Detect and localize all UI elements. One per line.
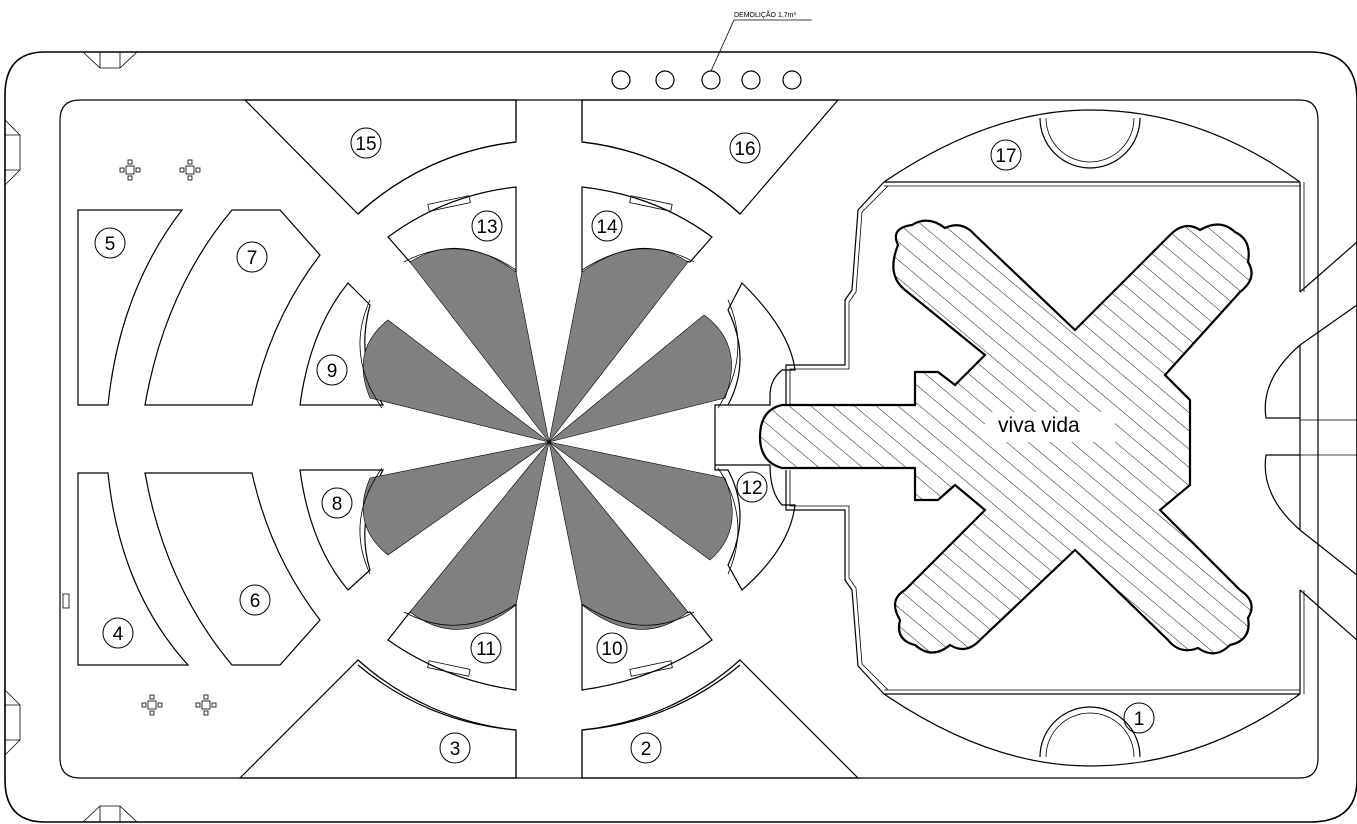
path-lines: [515, 100, 583, 778]
plant-symbol-3: [141, 694, 163, 716]
bed-5-label: 5: [94, 227, 126, 259]
bed-6-number: 6: [250, 591, 261, 612]
inner-boundary: [59, 99, 1319, 779]
bed-4-label: 4: [102, 617, 134, 649]
plant-symbol-2: [179, 159, 201, 181]
outer-boundary: [4, 51, 1357, 823]
bed-10-number: 10: [601, 639, 622, 660]
bed-16-number-circle: [729, 132, 761, 164]
bed-3-number-circle: [439, 732, 471, 764]
bed-11-number-circle: [470, 632, 502, 664]
bed-1-number-circle: [1123, 702, 1155, 734]
bed-15-number: 15: [355, 134, 376, 155]
bed-9-number-circle: [316, 354, 348, 386]
bed-12-shape: [714, 282, 796, 591]
bed-8-label: 8: [321, 487, 353, 519]
bed-9-label: 9: [316, 354, 348, 386]
bed-14-number-circle: [591, 210, 623, 242]
bed-3-label: 3: [439, 732, 471, 764]
bed-6-number-circle: [239, 584, 271, 616]
bed-12-number-circle: [736, 471, 768, 503]
bed-4-number: 4: [113, 624, 124, 645]
central-wedge-6: [409, 441, 550, 630]
bed-8-number-circle: [321, 487, 353, 519]
plant-symbol-1: [119, 159, 141, 181]
bed-5-number-circle: [94, 227, 126, 259]
bed-2-shape: [581, 659, 860, 779]
bed-7-number-circle: [236, 241, 268, 273]
bed-8-number: 8: [332, 494, 343, 515]
right-section: [785, 109, 1357, 767]
central-wedge-5: [548, 441, 689, 630]
bed-17-number: 17: [995, 146, 1016, 167]
plant-symbols: [119, 159, 217, 716]
bed-2-number-circle: [630, 732, 662, 764]
bed-16-shape: [581, 99, 840, 215]
bed-11-number: 11: [476, 639, 496, 660]
bed-1-label: 1: [1123, 702, 1155, 734]
central-wedges: [362, 247, 733, 630]
bed-3-shape: [238, 659, 517, 779]
bed-7-number: 7: [247, 248, 258, 269]
bed-3-number: 3: [450, 739, 461, 760]
top-posts: [611, 70, 802, 90]
bed-7-shape: [144, 209, 321, 406]
bed-10-number-circle: [596, 632, 628, 664]
bed-5-shape: [77, 209, 184, 406]
bed-15-label: 15: [350, 127, 382, 159]
bed-4-shape: [77, 472, 190, 666]
bed-4-number-circle: [102, 617, 134, 649]
bed-10-label: 10: [596, 632, 628, 664]
center-label: viva vida: [998, 414, 1080, 437]
outer-ring: [357, 141, 741, 731]
plant-symbol-4: [195, 694, 217, 716]
bed-1-number: 1: [1134, 709, 1145, 730]
bed-6-shape: [144, 472, 321, 666]
bed-15-number-circle: [350, 127, 382, 159]
central-wedge-2: [548, 247, 689, 443]
bed-2-number: 2: [641, 739, 652, 760]
bed-16-number: 16: [734, 139, 755, 160]
bed-16-label: 16: [729, 132, 761, 164]
central-lobe-arcs: [359, 248, 739, 626]
bed-2-label: 2: [630, 732, 662, 764]
edge-notches: [4, 51, 138, 823]
bed-12-number: 12: [741, 478, 762, 499]
central-wedge-1: [409, 247, 550, 443]
bed-14-label: 14: [591, 210, 623, 242]
bed-13-label: 13: [471, 210, 503, 242]
central-wedge-7: [362, 441, 550, 556]
central-wedge-8: [362, 319, 550, 443]
bed-12-label: 12: [736, 471, 768, 503]
bed-7-label: 7: [236, 241, 268, 273]
demolition-label: DEMOLIÇÃO 1,7m³: [734, 10, 797, 19]
bed-5-number: 5: [105, 234, 116, 255]
demolition-annotation: DEMOLIÇÃO 1,7m³: [710, 10, 812, 72]
bed-13-number-circle: [471, 210, 503, 242]
bed-13-number: 13: [476, 217, 497, 238]
bed-9-number: 9: [327, 361, 338, 382]
bed-11-label: 11: [470, 632, 502, 664]
bed-17-number-circle: [990, 139, 1022, 171]
bed-6-label: 6: [239, 584, 271, 616]
bed-17-label: 17: [990, 139, 1022, 171]
bed-9-shape: [299, 282, 385, 406]
bed-14-number: 14: [596, 217, 618, 238]
bed-15-shape: [243, 99, 517, 215]
